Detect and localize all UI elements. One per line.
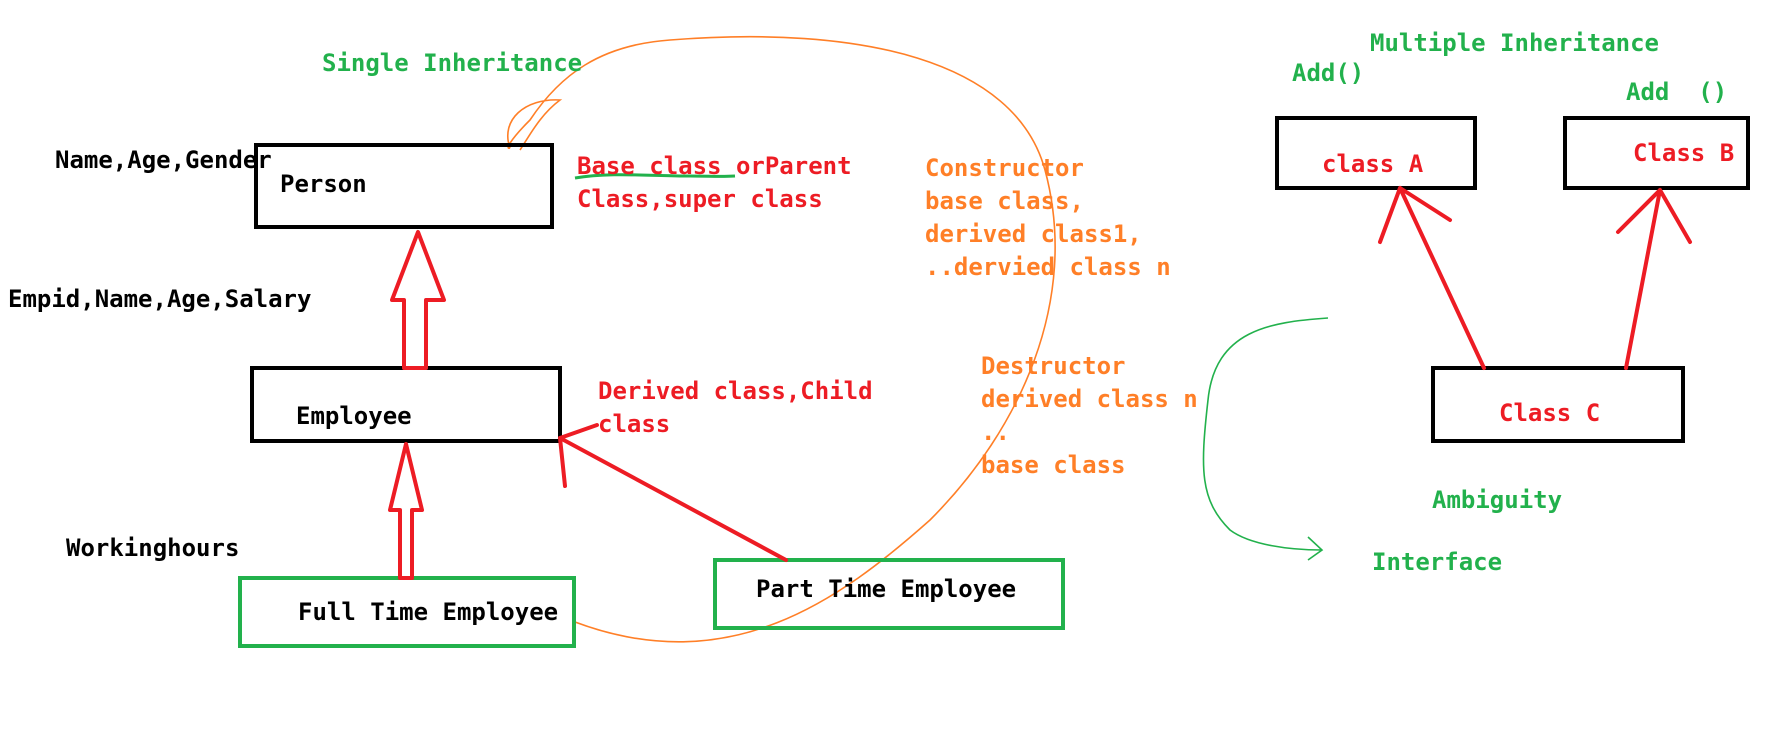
destructor-note-line4: base class bbox=[981, 451, 1126, 479]
person-box bbox=[254, 143, 554, 229]
class-c-to-b-arrow bbox=[1616, 188, 1692, 370]
class-a-box bbox=[1275, 116, 1477, 190]
fulltime-attributes: Workinghours bbox=[66, 534, 240, 562]
base-class-underline bbox=[574, 173, 736, 180]
derived-class-note-line2: class bbox=[598, 410, 671, 438]
parttime-to-employee-arrow bbox=[558, 423, 788, 562]
class-a-label: class A bbox=[1322, 150, 1424, 178]
base-class-note-line1: Base class orParent bbox=[577, 152, 852, 180]
constructor-note-line2: base class, bbox=[925, 187, 1084, 215]
employee-label: Employee bbox=[296, 402, 412, 430]
interface-label: Interface bbox=[1372, 548, 1503, 576]
parttime-box bbox=[713, 558, 1065, 630]
green-curved-arrow bbox=[1202, 317, 1329, 561]
single-inheritance-title: Single Inheritance bbox=[322, 49, 583, 77]
destructor-note-line2: derived class n bbox=[981, 385, 1198, 413]
class-c-to-a-arrow bbox=[1378, 186, 1486, 370]
destructor-note-line1: Destructor bbox=[981, 352, 1126, 380]
class-b-box bbox=[1563, 116, 1750, 190]
class-b-add-method: Add () bbox=[1626, 78, 1728, 106]
person-attributes: Name,Age,Gender bbox=[55, 146, 272, 174]
multiple-inheritance-title: Multiple Inheritance bbox=[1370, 29, 1659, 57]
class-a-add-method: Add() bbox=[1292, 59, 1365, 87]
constructor-note-line3: derived class1, bbox=[925, 220, 1142, 248]
fulltime-label: Full Time Employee bbox=[298, 598, 559, 626]
class-c-box bbox=[1431, 366, 1685, 443]
employee-to-person-arrow bbox=[390, 230, 446, 370]
class-c-label: Class C bbox=[1499, 399, 1601, 427]
constructor-note-line1: Constructor bbox=[925, 154, 1084, 182]
destructor-note-line3: .. bbox=[981, 418, 1010, 446]
base-class-note-line2: Class,super class bbox=[577, 185, 823, 213]
class-b-label: Class B bbox=[1633, 139, 1735, 167]
parttime-label: Part Time Employee bbox=[756, 575, 1017, 603]
employee-attributes: Empid,Name,Age,Salary bbox=[8, 285, 312, 313]
orange-cycle-curve bbox=[507, 35, 1056, 643]
fulltime-to-employee-arrow bbox=[388, 442, 424, 580]
derived-class-note-line1: Derived class,Child bbox=[598, 377, 873, 405]
constructor-note-line4: ..dervied class n bbox=[925, 253, 1171, 281]
person-label: Person bbox=[280, 170, 367, 198]
ambiguity-label: Ambiguity bbox=[1432, 486, 1563, 514]
